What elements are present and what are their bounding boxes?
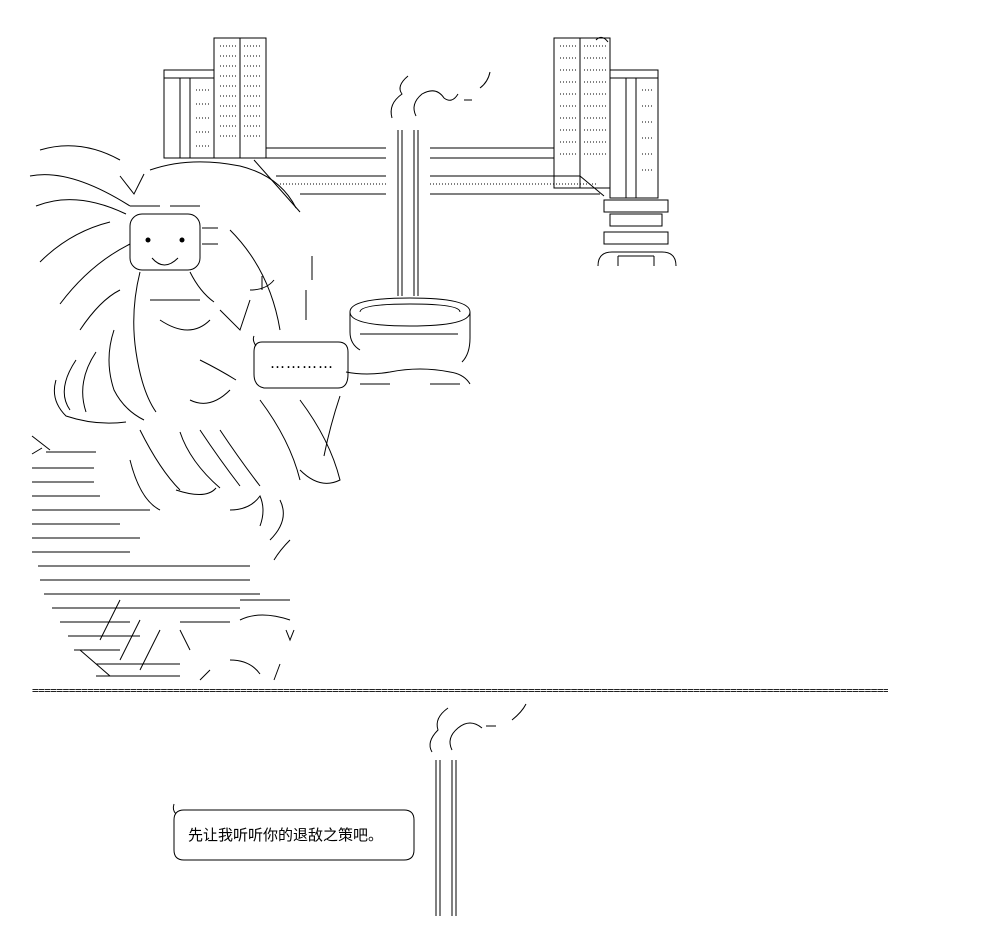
speech-bubble-bottom [173, 804, 414, 860]
incense-bottom [430, 704, 526, 916]
scene-divider: ========================================… [32, 686, 888, 696]
left-tower [164, 38, 266, 158]
incense-top [346, 72, 490, 384]
speech-text-top: ………… [270, 354, 334, 372]
bridge [254, 148, 604, 212]
speech-text-bottom: 先让我听听你的退敌之策吧。 [188, 826, 384, 844]
speech-bubble-top [253, 336, 348, 388]
stone-steps [32, 436, 294, 680]
seated-character [30, 146, 340, 560]
right-tower [554, 37, 676, 266]
